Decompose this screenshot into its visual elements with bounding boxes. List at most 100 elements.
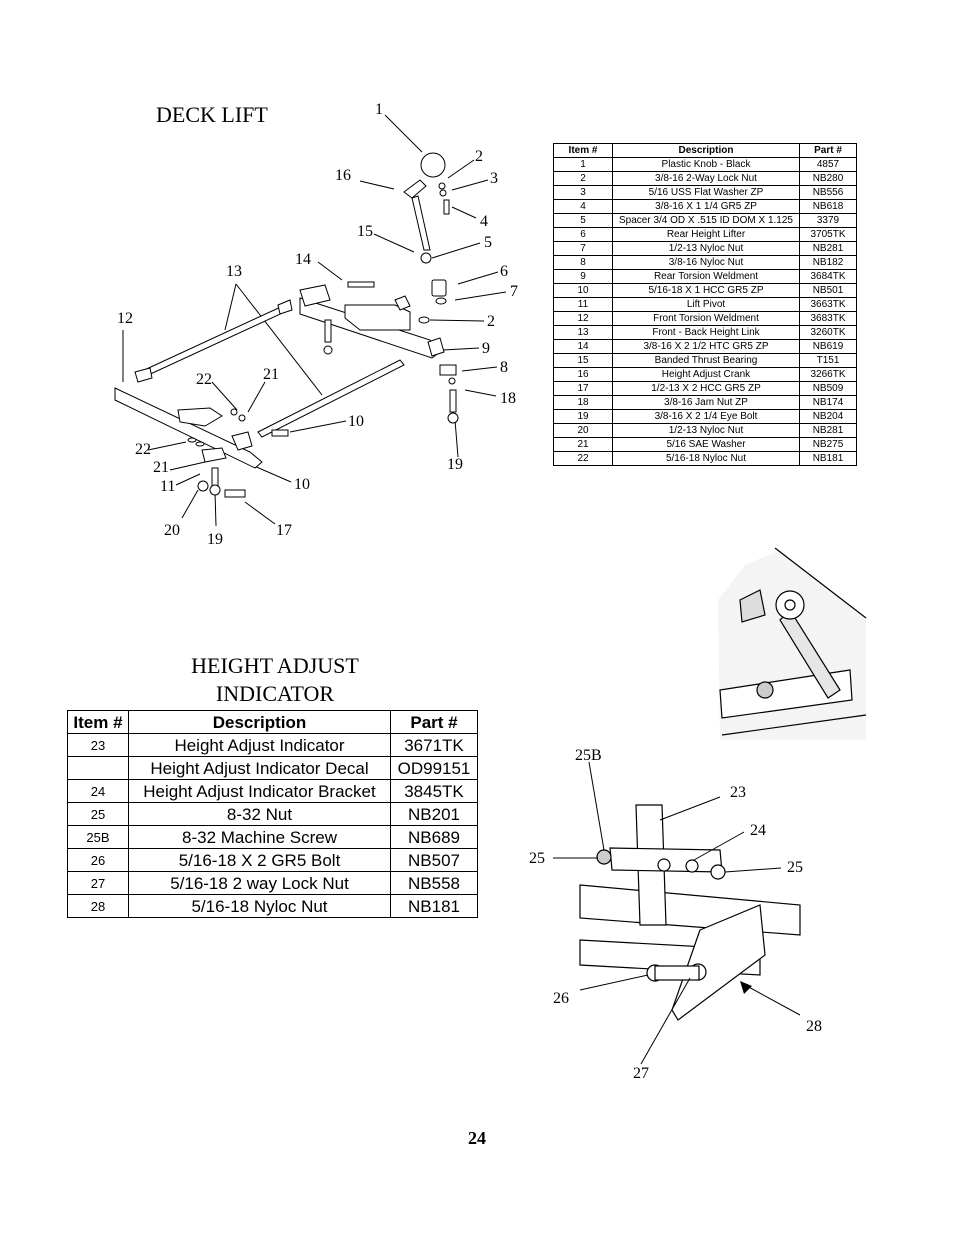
cell-part: NB618: [799, 199, 857, 214]
cell-description: Rear Torsion Weldment: [612, 269, 800, 284]
callout-10b: 10: [294, 476, 310, 493]
cell-item: 8: [553, 255, 613, 270]
page-number: 24: [468, 1128, 486, 1148]
cell-part: NB281: [799, 241, 857, 256]
callout-2b: 2: [487, 313, 495, 330]
height-adjust-title-line1: HEIGHT ADJUST: [191, 653, 359, 678]
column-header-item: Item #: [553, 143, 613, 158]
callout-21b: 21: [153, 459, 169, 476]
column-header-item: Item #: [67, 710, 129, 734]
cell-description: 3/8-16 X 1 1/4 GR5 ZP: [612, 199, 800, 214]
callout-3: 3: [490, 170, 498, 187]
cell-description: 5/16-18 X 2 GR5 Bolt: [128, 848, 391, 872]
cell-part: NB280: [799, 171, 857, 186]
callout-6: 6: [500, 263, 508, 280]
cell-part: 3683TK: [799, 311, 857, 326]
cell-item: 25B: [67, 825, 129, 849]
cell-item: 16: [553, 367, 613, 382]
callout-4: 4: [480, 213, 488, 230]
cell-item: 17: [553, 381, 613, 396]
cell-part: NB281: [799, 423, 857, 438]
cell-description: 5/16-18 Nyloc Nut: [612, 451, 800, 466]
cell-item: 19: [553, 409, 613, 424]
callout-8: 8: [500, 359, 508, 376]
cell-item: 18: [553, 395, 613, 410]
cell-item: 12: [553, 311, 613, 326]
cell-part: 3266TK: [799, 367, 857, 382]
cell-item: 5: [553, 213, 613, 228]
cell-part: NB182: [799, 255, 857, 270]
callout-25b: 25B: [575, 747, 602, 764]
cell-item: 25: [67, 802, 129, 826]
callout-22: 22: [196, 371, 212, 388]
height-adjust-title: HEIGHT ADJUST INDICATOR: [150, 652, 400, 708]
cell-part: 3705TK: [799, 227, 857, 242]
column-header-description: Description: [128, 710, 391, 734]
cell-description: Height Adjust Crank: [612, 367, 800, 382]
callout-19b: 19: [207, 531, 223, 548]
cell-part: T151: [799, 353, 857, 368]
callout-19: 19: [447, 456, 463, 473]
cell-description: 3/8-16 Jam Nut ZP: [612, 395, 800, 410]
cell-part: NB181: [390, 894, 478, 918]
cell-description: Height Adjust Indicator Decal: [128, 756, 391, 780]
cell-item: 24: [67, 779, 129, 803]
cell-part: 3845TK: [390, 779, 478, 803]
cell-description: 3/8-16 2-Way Lock Nut: [612, 171, 800, 186]
callout-16: 16: [335, 167, 351, 184]
callout-25c: 25: [787, 859, 803, 876]
callout-26: 26: [553, 990, 569, 1007]
cell-item: 3: [553, 185, 613, 200]
callout-13: 13: [226, 263, 242, 280]
cell-description: 5/16-18 Nyloc Nut: [128, 894, 391, 918]
cell-description: Lift Pivot: [612, 297, 800, 312]
callout-20: 20: [164, 522, 180, 539]
column-header-part: Part #: [799, 143, 857, 158]
cell-item: [67, 756, 129, 780]
callout-1: 1: [375, 101, 383, 118]
height-adjust-title-line2: INDICATOR: [215, 681, 335, 706]
table-header-row: Item # Description Part #: [553, 143, 857, 158]
cell-item: 21: [553, 437, 613, 452]
callout-15: 15: [357, 223, 373, 240]
callout-24: 24: [750, 822, 766, 839]
callout-12: 12: [117, 310, 133, 327]
cell-description: Plastic Knob - Black: [612, 157, 800, 172]
cell-item: 11: [553, 297, 613, 312]
cell-description: 3/8-16 Nyloc Nut: [612, 255, 800, 270]
cell-item: 2: [553, 171, 613, 186]
cell-part: NB204: [799, 409, 857, 424]
callout-2: 2: [475, 148, 483, 165]
cell-part: NB507: [390, 848, 478, 872]
cell-part: 3260TK: [799, 325, 857, 340]
column-header-description: Description: [612, 143, 800, 158]
cell-part: NB558: [390, 871, 478, 895]
deck-lift-title: DECK LIFT: [156, 102, 268, 127]
cell-item: 10: [553, 283, 613, 298]
cell-part: NB509: [799, 381, 857, 396]
cell-description: 5/16 USS Flat Washer ZP: [612, 185, 800, 200]
callout-14: 14: [295, 251, 311, 268]
